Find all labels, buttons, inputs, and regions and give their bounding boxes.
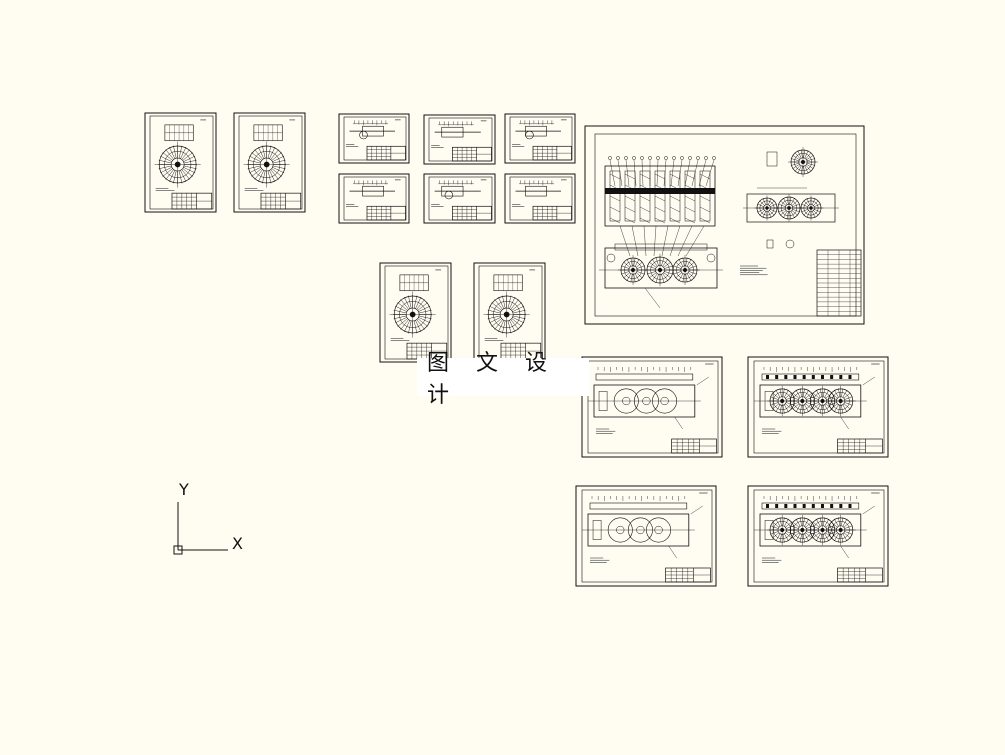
ucs-y-label: Y <box>179 480 189 499</box>
sheet-5-drawing[interactable] <box>504 113 576 164</box>
sheet-6-drawing[interactable] <box>338 173 410 224</box>
sheet-7-drawing[interactable] <box>423 173 496 224</box>
watermark-label: 图 文 设 计 <box>417 351 589 408</box>
sheet-8-drawing[interactable] <box>504 173 576 224</box>
ucs-icon <box>173 502 228 555</box>
sheet-14-drawing[interactable] <box>575 485 717 587</box>
sheet-10-drawing[interactable] <box>473 262 546 363</box>
ucs-x-label: X <box>232 534 243 553</box>
sheet-2-drawing[interactable] <box>233 112 306 213</box>
sheet-13-drawing[interactable] <box>747 356 889 458</box>
sheet-4-drawing[interactable] <box>423 114 496 165</box>
sheet-9-drawing[interactable] <box>379 262 452 363</box>
sheet-11-drawing[interactable] <box>584 125 865 325</box>
sheet-12-drawing[interactable] <box>581 356 723 458</box>
sheet-3-drawing[interactable] <box>338 113 410 164</box>
sheets-layer <box>144 112 889 587</box>
sheet-15-drawing[interactable] <box>747 485 889 587</box>
sheet-1-drawing[interactable] <box>144 112 217 213</box>
